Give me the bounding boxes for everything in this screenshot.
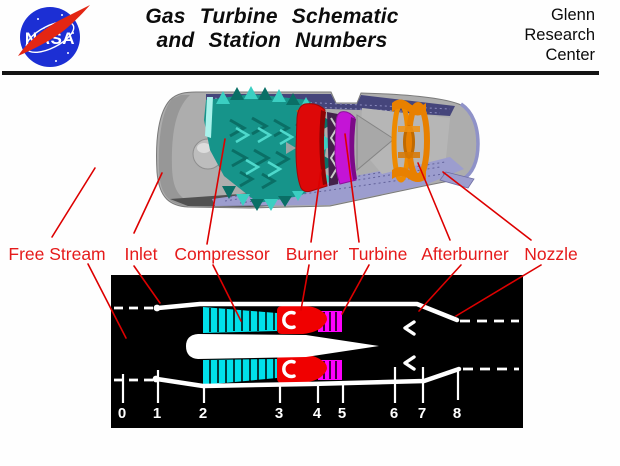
schematic-flameholders xyxy=(403,320,416,371)
station-number-3: 3 xyxy=(274,405,284,422)
afterburner-rings xyxy=(391,99,430,183)
schematic-diagram xyxy=(111,275,523,428)
page-title-line1: Gas Turbine Schematic xyxy=(145,5,399,28)
station-ticks xyxy=(121,367,460,403)
station-number-5: 5 xyxy=(337,405,347,422)
turbine-ring xyxy=(327,111,357,186)
schematic-duct xyxy=(152,301,462,389)
part-label-afterburner: Afterburner xyxy=(421,244,509,264)
part-label-turbine: Turbine xyxy=(348,244,408,264)
station-number-4: 4 xyxy=(312,405,322,422)
leader-lines xyxy=(51,133,542,339)
page-title: Gas Turbine Schematic and Station Number… xyxy=(92,5,452,53)
station-number-7: 7 xyxy=(417,405,427,422)
part-label-free-stream: Free Stream xyxy=(8,244,106,264)
nasa-logo-icon: NASA xyxy=(18,5,90,67)
nozzle-rim xyxy=(459,102,480,181)
part-label-burner: Burner xyxy=(285,244,339,264)
header-divider xyxy=(2,71,599,75)
station-number-1: 1 xyxy=(152,405,162,422)
part-label-nozzle: Nozzle xyxy=(524,244,578,264)
organization-name: Glenn Research Center xyxy=(524,6,595,64)
part-label-compressor: Compressor xyxy=(174,244,270,264)
station-number-8: 8 xyxy=(452,405,462,422)
schematic-compressor xyxy=(203,307,277,385)
station-number-2: 2 xyxy=(198,405,208,422)
engine-illustration xyxy=(156,86,480,211)
part-label-inlet: Inlet xyxy=(124,244,158,264)
schematic-centerbody xyxy=(186,334,379,359)
station-number-6: 6 xyxy=(389,405,399,422)
station-number-0: 0 xyxy=(117,405,127,422)
burner-ring xyxy=(295,103,328,193)
schematic-burner xyxy=(277,306,327,383)
page-title-line2: and Station Numbers xyxy=(156,29,388,52)
tail-cone xyxy=(356,114,395,172)
